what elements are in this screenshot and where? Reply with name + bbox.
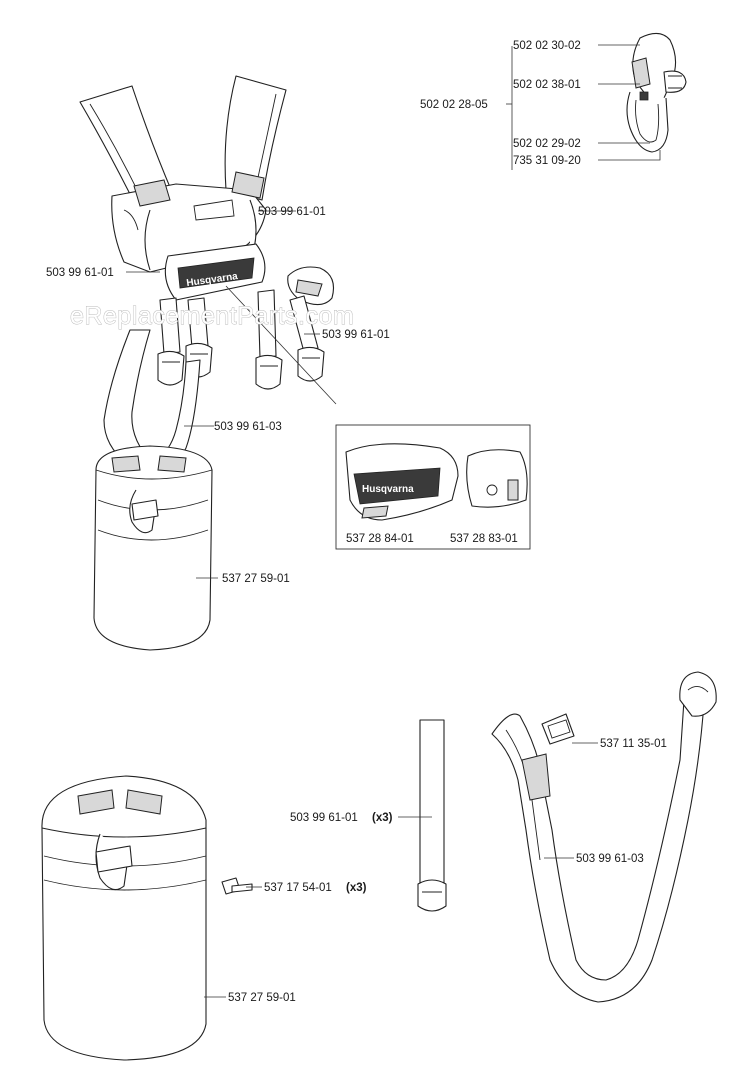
callout-harness-strap-left: 503 99 61-01 [46, 267, 114, 279]
loose-hip-pad [41, 775, 207, 1061]
harness-leaders [126, 210, 337, 579]
screw [221, 877, 253, 895]
callout-harness-strap-lower: 503 99 61-01 [322, 329, 390, 341]
callout-inset-left: 537 28 84-01 [346, 533, 414, 545]
watermark: eReplacementParts.com [70, 302, 354, 330]
hip-hook-assembly [626, 32, 687, 153]
callout-pad-loose: 537 27 59-01 [228, 992, 296, 1004]
harness-assembly: Husqvarna [79, 75, 335, 651]
callout-screw: 537 17 54-01 [264, 882, 332, 894]
callout-screw-qty: (x3) [346, 882, 367, 894]
callout-hook-mid: 502 02 38-01 [513, 79, 581, 91]
callout-hook-group: 502 02 28-05 [420, 99, 488, 111]
loose-belt [491, 671, 717, 1003]
hook-callout-bracket [506, 44, 661, 170]
inset-brand-logo: Husqvarna [362, 484, 414, 495]
callout-harness-belt: 503 99 61-03 [214, 421, 282, 433]
callout-belt-loose: 503 99 61-03 [576, 853, 644, 865]
callout-harness-strap-right: 503 99 61-01 [258, 206, 326, 218]
callout-harness-pad: 537 27 59-01 [222, 573, 290, 585]
callout-inset-right: 537 28 83-01 [450, 533, 518, 545]
callout-hook-bottom: 735 31 09-20 [513, 155, 581, 167]
callout-strap-single: 503 99 61-01 [290, 812, 358, 824]
callout-hook-low: 502 02 29-02 [513, 138, 581, 150]
single-strap [417, 719, 447, 912]
callout-hook-top: 502 02 30-02 [513, 40, 581, 52]
callout-buckle: 537 11 35-01 [600, 738, 667, 750]
callout-strap-single-qty: (x3) [372, 812, 393, 824]
inset-box: Husqvarna [335, 424, 531, 550]
